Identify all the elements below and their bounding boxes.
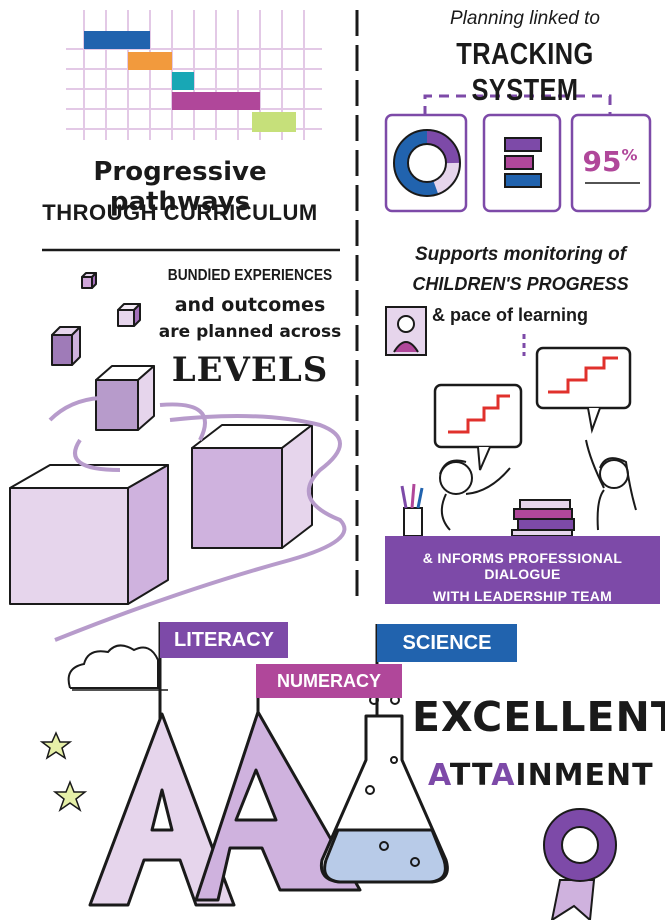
pace-of-learning-label: & pace of learning — [432, 305, 589, 325]
cloud-icon — [67, 644, 159, 689]
science-flask-icon — [319, 695, 449, 884]
levels-title: LEVELS — [171, 350, 329, 390]
attainment-mid: TT — [449, 758, 492, 793]
attainment-rest: INMENT — [515, 758, 654, 793]
pathways-heading: Progressive pathways — [93, 157, 267, 217]
percent-value: 95 — [582, 145, 622, 178]
bar-chart-icon — [504, 137, 542, 188]
star-icon — [52, 779, 88, 812]
planning-label: Planning linked to — [450, 8, 600, 29]
tracking-system-title: TRACKING SYSTEM — [456, 36, 594, 107]
bundled-experiences-label: BUNDlED EXPERIENCES — [167, 267, 333, 284]
star-icon — [39, 731, 73, 760]
outcomes-label: and outcomes — [174, 294, 326, 316]
informs-line-2: WITH LEADERSHIP TEAM — [432, 588, 613, 604]
supports-monitoring-label: Supports monitoring of — [414, 244, 627, 265]
pathway-blocks — [84, 31, 296, 132]
desk-items-icon — [400, 483, 575, 537]
numeracy-flag: NUMERACY — [256, 664, 402, 698]
donut-chart-icon — [393, 129, 461, 197]
award-rosette-icon — [543, 808, 617, 920]
literacy-flag: LITERACY — [160, 622, 288, 658]
excellent-title: EXCELLENT — [412, 693, 665, 741]
attainment-accent-2: A — [491, 758, 516, 793]
science-flag: SCIENCE — [377, 624, 517, 662]
percent-symbol: % — [621, 145, 638, 165]
curriculum-heading: THROUGH CURRICULUM — [42, 200, 318, 225]
progress-chart-icon — [433, 346, 632, 471]
informs-line-1: & INFORMS PROFESSIONAL DIALOGUE — [422, 550, 623, 582]
planned-across-label: are planned across — [158, 322, 342, 342]
percent-readout: 95% — [575, 145, 645, 178]
teacher-figures-icon — [439, 439, 637, 531]
attainment-title: ATTAINMENT — [428, 758, 658, 793]
childrens-progress-label: CHILDREN'S PROGRESS — [412, 274, 629, 294]
informs-dialogue-banner: & INFORMS PROFESSIONAL DIALOGUE WITH LEA… — [385, 536, 660, 604]
student-avatar-icon — [385, 306, 427, 356]
attainment-accent: A — [428, 758, 450, 793]
letter-a-icons — [88, 710, 362, 907]
cube-icons — [9, 272, 313, 605]
